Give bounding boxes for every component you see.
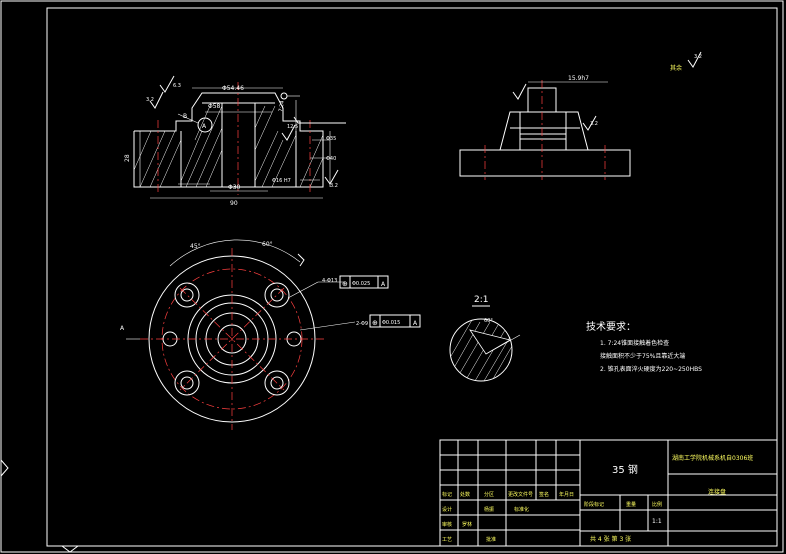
tb-sheets: 共 4 张 第 3 张: [590, 535, 631, 543]
side-top-label: 15.9h7: [568, 75, 589, 82]
detail-view: [449, 305, 521, 382]
tb-material: 35 钢: [612, 463, 638, 476]
tb-label-sign: 签名: [539, 491, 549, 498]
dim-height: 28: [124, 154, 131, 162]
dim-right: Φ35: [326, 136, 336, 142]
corner-roughness-value: 3.2: [694, 54, 702, 60]
tol-2-value: Φ0.015: [382, 320, 400, 326]
drawing-inner-frame: [46, 7, 778, 547]
tol-1-symbol: ⊕: [342, 280, 348, 288]
edge-mark-left: [0, 459, 9, 477]
tb-designer-name: 杨振: [484, 506, 494, 513]
tb-label-change-doc: 更改文件号: [508, 491, 533, 498]
roughness-2: 6.3: [173, 83, 181, 89]
title-block-grid: [439, 439, 778, 547]
plan-bore-note: 2-Φ9: [356, 321, 368, 327]
notes-title: 技术要求：: [586, 320, 636, 333]
dim-bottom: Φ16 H7: [272, 178, 291, 184]
tb-stage-mark: 阶段标记: [584, 501, 604, 508]
tol-1-value: Φ0.025: [352, 281, 370, 287]
tb-label-mark: 标记: [442, 491, 452, 498]
side-note: 3.2: [590, 121, 598, 127]
section-view: [133, 75, 346, 199]
notes-item-3: 2. 锥孔表面淬火硬度为220~250HBS: [600, 365, 702, 373]
tb-scale-label: 比例: [652, 501, 662, 508]
callout-b-label: B: [183, 113, 187, 120]
plan-hole-note: 4-Φ13: [322, 278, 337, 284]
notes-item-1: 1. 7:24锥面接触着色检查: [600, 339, 669, 347]
plan-angle-2: 60°: [262, 241, 273, 248]
roughness-4: 12.5: [287, 124, 298, 130]
plan-view: [126, 239, 421, 430]
tb-process-label: 工艺: [442, 537, 452, 543]
roughness-3: 3.2: [330, 183, 338, 189]
tb-standardize-label: 标准化: [514, 506, 529, 513]
dim-right-b: Φ40: [326, 156, 336, 162]
tb-review-label: 审核: [442, 521, 452, 528]
dim-top-small: Φ58: [208, 103, 221, 110]
dim-bore: Φ30: [228, 184, 241, 191]
plan-angle-1: 45°: [190, 243, 201, 250]
tb-approve-label: 批准: [486, 536, 496, 543]
tb-designer2-name: 罗林: [462, 521, 472, 528]
dim-overall-width: 90: [230, 200, 238, 207]
tb-label-count: 处数: [460, 491, 470, 498]
detail-scale-label: 2:1: [474, 295, 488, 305]
datum-a-label: A: [120, 325, 125, 332]
callout-a-label: A: [202, 123, 207, 130]
tol-2-ref: A: [413, 320, 418, 327]
tb-school: 湖南工学院机械系机自0306班: [672, 454, 753, 462]
tb-label-zone: 分区: [484, 491, 494, 498]
edge-mark-bottom: [61, 545, 79, 553]
cone-ratio: 7:24: [278, 100, 286, 112]
tol-1-ref: A: [381, 281, 386, 288]
tb-design-label: 设计: [442, 506, 452, 513]
corner-roughness-label: 其余: [670, 64, 682, 72]
detail-angle: 60°: [484, 318, 493, 324]
tb-weight: 重量: [626, 501, 636, 508]
notes-item-2: 接触面积不少于75%且靠近大端: [600, 352, 685, 360]
tb-scale-value: 1:1: [652, 518, 662, 525]
dim-top-dia: Φ54.46: [222, 85, 244, 92]
roughness-1: 3.2: [146, 97, 154, 103]
tol-2-symbol: ⊕: [372, 319, 378, 327]
tb-part-name: 连接盘: [708, 488, 726, 496]
tb-label-date: 年月日: [559, 491, 574, 498]
side-view: [459, 51, 702, 180]
